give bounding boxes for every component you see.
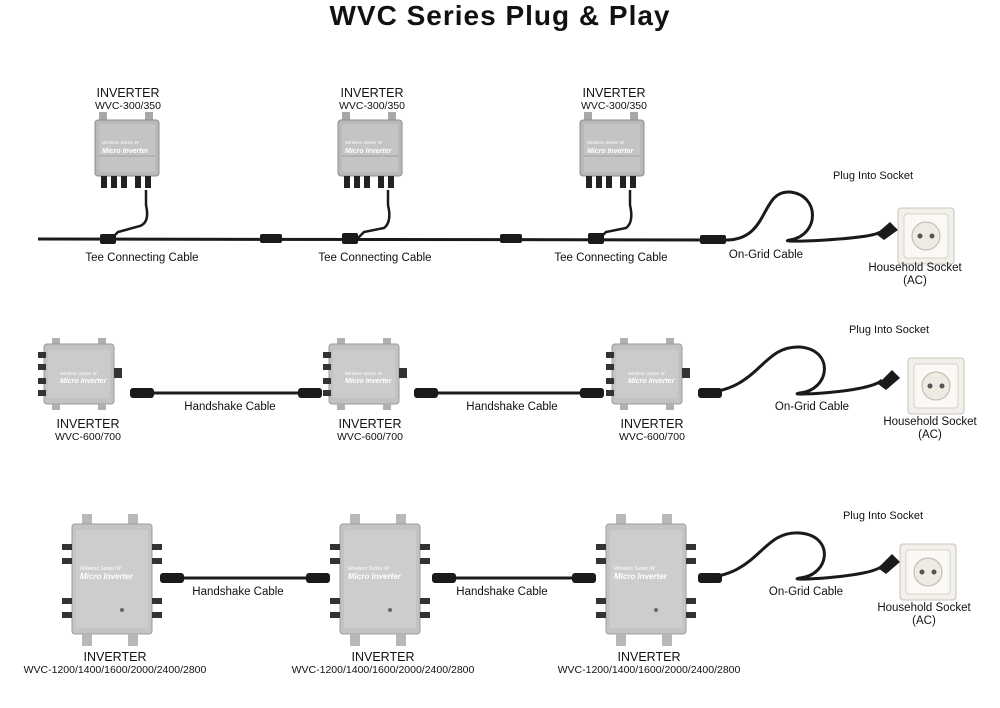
socket-label: Household Socket <box>883 416 977 428</box>
inverter-label: INVERTER <box>582 86 646 100</box>
inverter-label: INVERTER <box>338 417 402 431</box>
inverter-label: INVERTER <box>96 86 160 100</box>
svg-text:Micro Inverter: Micro Inverter <box>345 148 393 155</box>
row3-inverter-3-label: INVERTER WVC-1200/1400/1600/2000/2400/28… <box>544 651 754 677</box>
row2-inverter-2-label: INVERTER WVC-600/700 <box>320 418 420 444</box>
row1-connectors <box>100 222 898 244</box>
row3-inverter-2-label: INVERTER WVC-1200/1400/1600/2000/2400/28… <box>278 651 488 677</box>
inverter-model: WVC-300/350 <box>95 100 161 112</box>
row2-handshake-cable-label-2: Handshake Cable <box>466 401 558 413</box>
row3-inverter-1-label: INVERTER WVC-1200/1400/1600/2000/2400/28… <box>10 651 220 677</box>
inverter-model: WVC-1200/1400/1600/2000/2400/2800 <box>23 664 207 676</box>
svg-text:Micro Inverter: Micro Inverter <box>60 378 108 385</box>
inverter-model: WVC-1200/1400/1600/2000/2400/2800 <box>557 664 741 676</box>
inverter-model: WVC-300/350 <box>339 100 405 112</box>
row3-socket-label: Household Socket (AC) <box>864 602 984 628</box>
svg-text:Wireless Series W: Wireless Series W <box>345 140 382 145</box>
row1-plug-label: Plug Into Socket <box>832 170 914 182</box>
row1-inverter-2-label: INVERTER WVC-300/350 <box>322 87 422 113</box>
row1-inverter-1-label: INVERTER WVC-300/350 <box>78 87 178 113</box>
inverter-label: INVERTER <box>617 650 681 664</box>
row3-plug-label: Plug Into Socket <box>842 510 924 522</box>
svg-text:Wireless Series W: Wireless Series W <box>348 566 390 572</box>
svg-text:Wireless Series W: Wireless Series W <box>587 140 624 145</box>
svg-text:Wireless Series W: Wireless Series W <box>102 140 139 145</box>
inverter-label: INVERTER <box>351 650 415 664</box>
row2-cables <box>130 345 884 396</box>
svg-text:Micro Inverter: Micro Inverter <box>587 148 635 155</box>
row2-plug-label: Plug Into Socket <box>848 324 930 336</box>
page-title: WVC Series Plug & Play <box>329 0 671 31</box>
row1-inverter-3-label: INVERTER WVC-300/350 <box>564 87 664 113</box>
row1-tee-cable-label-3: Tee Connecting Cable <box>554 252 668 264</box>
row3-grid-cable-label: On-Grid Cable <box>768 586 844 598</box>
svg-text:Wireless Series W: Wireless Series W <box>628 371 665 376</box>
row3-connectors <box>160 554 900 583</box>
svg-text:Micro Inverter: Micro Inverter <box>102 148 150 155</box>
socket-label: Household Socket <box>877 602 971 614</box>
inverter-model: WVC-600/700 <box>55 431 121 443</box>
inverter-face-labels: Wireless Series W Micro Inverter Wireles… <box>60 140 676 581</box>
row1-grid-cable-label: On-Grid Cable <box>728 249 804 261</box>
inverter-model: WVC-1200/1400/1600/2000/2400/2800 <box>291 664 475 676</box>
row2-socket-label: Household Socket (AC) <box>870 416 990 442</box>
inverter-model: WVC-600/700 <box>619 431 685 443</box>
row3-handshake-cable-label-1: Handshake Cable <box>192 586 284 598</box>
row2-grid-cable-label: On-Grid Cable <box>774 401 850 413</box>
svg-text:Wireless Series W: Wireless Series W <box>614 566 656 572</box>
socket-label: Household Socket <box>868 262 962 274</box>
inverter-model: WVC-300/350 <box>581 100 647 112</box>
inverter-label: INVERTER <box>620 417 684 431</box>
svg-text:Wireless Series W: Wireless Series W <box>60 371 97 376</box>
svg-text:Micro Inverter: Micro Inverter <box>80 572 134 581</box>
inverter-label: INVERTER <box>56 417 120 431</box>
socket-ac: (AC) <box>918 429 942 441</box>
row3-handshake-cable-label-2: Handshake Cable <box>456 586 548 598</box>
svg-text:Micro Inverter: Micro Inverter <box>614 572 668 581</box>
inverter-label: INVERTER <box>83 650 147 664</box>
row2-handshake-cable-label-1: Handshake Cable <box>184 401 276 413</box>
row1-socket-label: Household Socket (AC) <box>855 262 975 288</box>
row1-tee-cable-label-1: Tee Connecting Cable <box>85 252 199 264</box>
row2-inverter-1-label: INVERTER WVC-600/700 <box>38 418 138 444</box>
row1-socket <box>897 207 955 265</box>
socket-ac: (AC) <box>912 615 936 627</box>
svg-text:Micro Inverter: Micro Inverter <box>345 378 393 385</box>
row3-socket <box>899 543 957 601</box>
svg-text:Micro Inverter: Micro Inverter <box>628 378 676 385</box>
svg-text:Wireless Series W: Wireless Series W <box>345 371 382 376</box>
row2-socket <box>907 357 965 415</box>
row2-inverter-3-label: INVERTER WVC-600/700 <box>602 418 702 444</box>
inverter-model: WVC-600/700 <box>337 431 403 443</box>
row1-tee-cable-label-2: Tee Connecting Cable <box>318 252 432 264</box>
inverter-label: INVERTER <box>340 86 404 100</box>
svg-text:Micro Inverter: Micro Inverter <box>348 572 402 581</box>
row2-connectors <box>130 370 900 398</box>
socket-ac: (AC) <box>903 275 927 287</box>
row1-cables <box>37 190 881 243</box>
svg-text:Wireless Series W: Wireless Series W <box>80 566 122 572</box>
row3-cables <box>160 531 884 581</box>
